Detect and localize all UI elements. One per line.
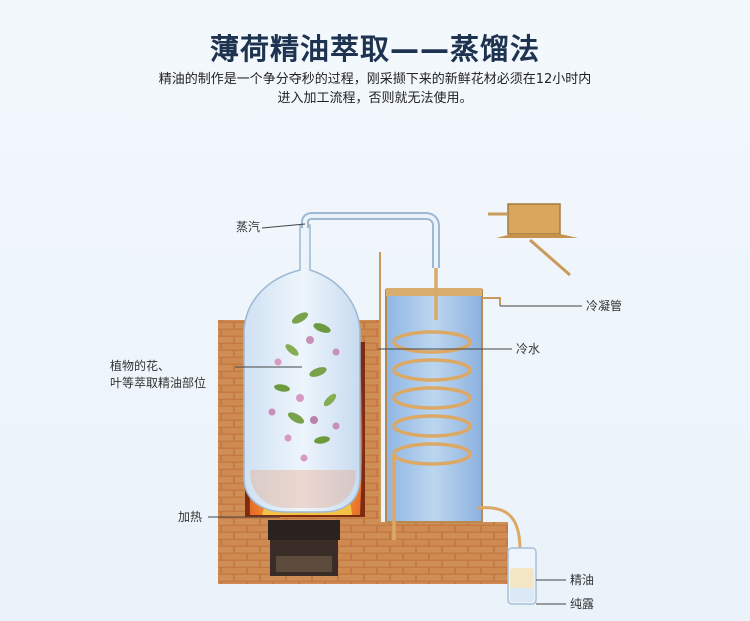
condenser-tank (379, 252, 483, 523)
condenser-coil (392, 268, 472, 540)
firewood (268, 520, 340, 576)
page-title: 薄荷精油萃取——蒸馏法 (209, 32, 540, 66)
steam-pipe (301, 212, 440, 268)
label-plant-line-1: 植物的花、 (110, 359, 171, 373)
receiver-bottle (507, 547, 537, 605)
label-plant: 植物的花、 叶等萃取精油部位 (110, 358, 206, 392)
label-essential-oil: 精油 (570, 573, 595, 587)
description-line-1: 精油的制作是一个争分夺秒的过程，刚采撷下来的新鲜花材必须在12小时内 (158, 72, 592, 87)
label-hydrosol: 纯露 (570, 597, 595, 611)
water-inlet (482, 203, 578, 306)
label-heating: 加热 (178, 510, 203, 524)
description: 精油的制作是一个争分夺秒的过程，刚采撷下来的新鲜花材必须在12小时内 进入加工流… (120, 70, 630, 108)
label-plant-line-2: 叶等萃取精油部位 (110, 376, 207, 390)
outlet-tube (477, 506, 522, 551)
description-line-2: 进入加工流程，否则就无法使用。 (277, 91, 473, 106)
label-cold-water: 冷水 (516, 342, 541, 356)
label-condenser: 冷凝管 (586, 299, 623, 313)
label-steam: 蒸汽 (236, 220, 261, 234)
distillation-flask (243, 224, 361, 513)
leader-lines (208, 223, 582, 605)
plant-material (268, 312, 340, 462)
